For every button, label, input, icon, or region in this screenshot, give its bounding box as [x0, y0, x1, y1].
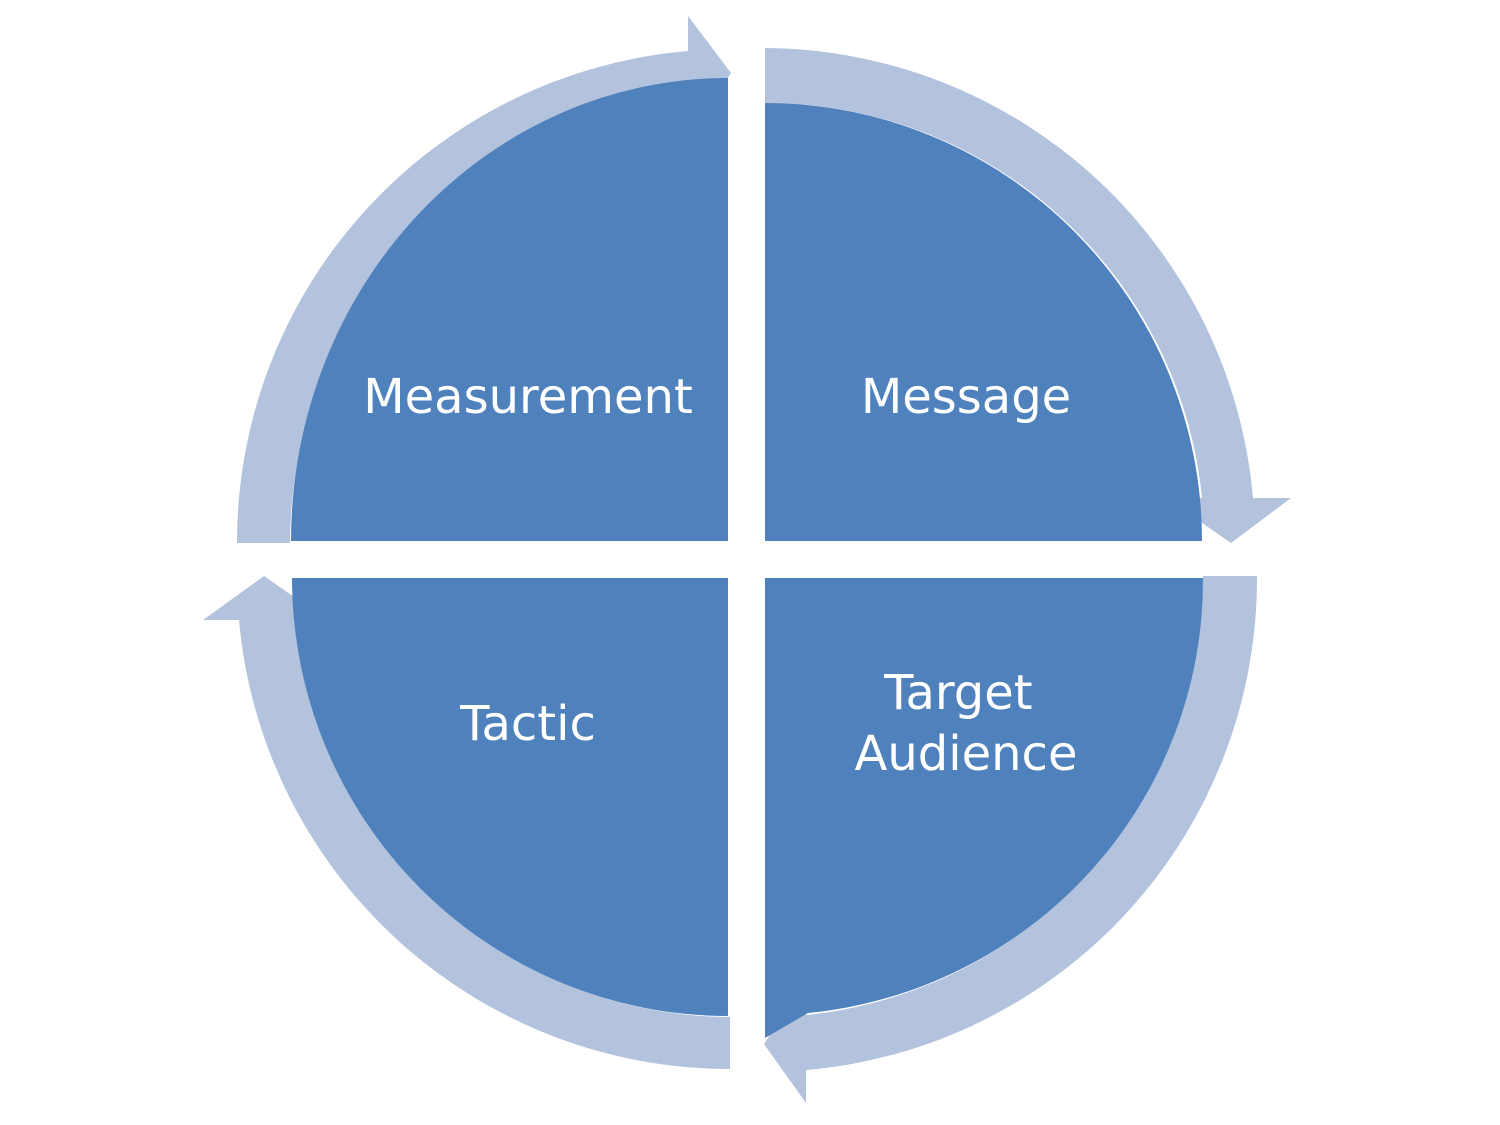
label-message: Message [861, 369, 1071, 425]
label-tactic-line-1: Tactic [459, 696, 596, 752]
quadrant-message [765, 103, 1229, 541]
quadrant-tactic [292, 578, 728, 1016]
arrow-bottom-left [203, 576, 730, 1069]
label-measurement-line-1: Measurement [363, 369, 693, 425]
label-measurement: Measurement [363, 369, 693, 425]
quadrant-target-audience [765, 578, 1204, 1038]
quadrant-measurement [291, 78, 728, 541]
arrow-bottom-right [764, 576, 1258, 1103]
label-target-audience: Target Audience [855, 665, 1078, 782]
label-message-line-1: Message [861, 369, 1071, 425]
arrow-top-left [236, 16, 731, 543]
label-tactic: Tactic [459, 696, 596, 752]
arrow-top-right [765, 48, 1291, 543]
label-target-audience-line-1: Target [883, 665, 1033, 721]
label-target-audience-line-2: Audience [855, 726, 1078, 782]
